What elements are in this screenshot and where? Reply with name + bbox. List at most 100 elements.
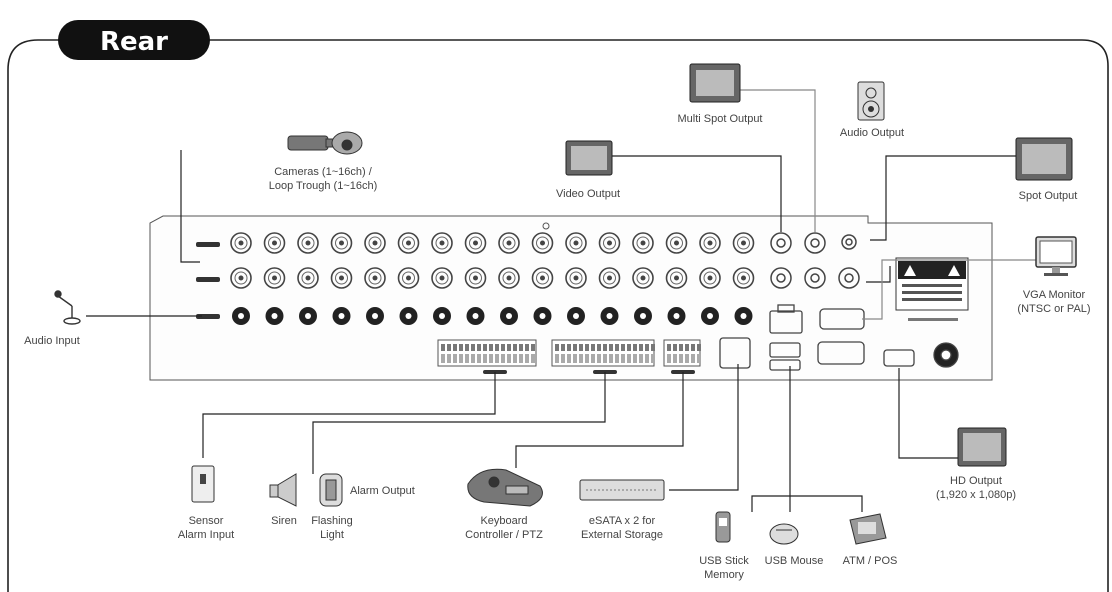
rca-audio-connector xyxy=(533,307,552,325)
usb-stick-label-line1: USB Stick xyxy=(699,555,749,567)
audio-output-label: Audio Output xyxy=(840,127,904,139)
rca-audio-connector xyxy=(734,307,753,325)
bnc-connector xyxy=(330,267,353,289)
hd-monitor-icon xyxy=(957,427,1007,467)
usb-stick-icon xyxy=(715,511,731,543)
hd-output-label-line1: HD Output xyxy=(950,475,1002,487)
bnc-connector xyxy=(732,267,755,289)
bnc-connector xyxy=(732,232,755,254)
flashing-light-label-line1: Flashing xyxy=(311,515,353,527)
bnc-connector xyxy=(330,232,353,254)
multi-spot-monitor-icon xyxy=(689,63,741,103)
sensor-icon xyxy=(191,465,215,503)
bnc-connector xyxy=(598,232,621,254)
bnc-connector xyxy=(297,232,319,254)
vga-monitor-label-line1: VGA Monitor xyxy=(1023,289,1086,301)
atm-pos-icon xyxy=(849,513,887,545)
rca-audio-connector xyxy=(399,307,418,325)
terminal-blocks xyxy=(437,339,701,374)
rca-audio-connector xyxy=(667,307,686,325)
bnc-connector xyxy=(665,267,688,289)
terminal-block xyxy=(551,339,655,374)
atm-pos-label: ATM / POS xyxy=(843,555,898,567)
bnc-connector xyxy=(397,232,420,254)
video-monitor-icon xyxy=(565,140,613,176)
cameras-label-line2: Loop Trough (1~16ch) xyxy=(269,180,378,192)
title-tab: Rear xyxy=(58,20,210,60)
usb-stick-label-line2: Memory xyxy=(704,569,744,581)
io-ports xyxy=(719,304,959,371)
bnc-connector xyxy=(464,232,487,254)
bnc-connector xyxy=(565,232,587,254)
esata-label-line2: External Storage xyxy=(581,529,663,541)
rca-audio-connector xyxy=(332,307,351,325)
keyboard-controller-icon xyxy=(467,468,543,507)
bnc-connector xyxy=(598,267,621,289)
outer-frame xyxy=(7,39,1109,592)
row-tags xyxy=(196,242,220,319)
esata-drive-icon xyxy=(579,479,665,501)
flashing-light-icon xyxy=(319,473,343,507)
vga-monitor-icon xyxy=(1035,236,1077,276)
bnc-connector xyxy=(397,267,420,289)
siren-label: Siren xyxy=(271,515,297,527)
hd-output-label-line2: (1,920 x 1,080p) xyxy=(936,489,1016,501)
bnc-connector xyxy=(632,267,654,289)
esata-label-line1: eSATA x 2 for xyxy=(589,515,656,527)
bnc-connector xyxy=(699,267,721,289)
rca-audio-connector xyxy=(701,307,719,325)
cameras-label-line1: Cameras (1~16ch) / xyxy=(274,166,372,178)
speaker-icon xyxy=(857,81,885,121)
flashing-light-label-line2: Light xyxy=(320,529,344,541)
bnc-connector xyxy=(431,232,453,254)
rca-audio-connector xyxy=(265,307,284,325)
microphone-icon xyxy=(54,290,81,325)
bnc-connector xyxy=(431,267,453,289)
output-bnc-group xyxy=(770,232,860,289)
safety-label xyxy=(895,257,969,321)
sensor-label-line1: Sensor xyxy=(189,515,224,527)
usb-mouse-icon xyxy=(769,523,799,545)
bnc-connector xyxy=(263,267,286,289)
bnc-connector xyxy=(531,267,554,289)
bnc-connector xyxy=(230,267,252,289)
terminal-block xyxy=(663,339,701,374)
bnc-connector xyxy=(665,232,688,254)
bnc-connector xyxy=(565,267,587,289)
bnc-connector xyxy=(263,232,286,254)
keyboard-label-line2: Controller / PTZ xyxy=(465,529,543,541)
bnc-connector xyxy=(364,267,386,289)
video-output-label: Video Output xyxy=(556,188,620,200)
labels: Cameras (1~16ch) / Loop Trough (1~16ch) … xyxy=(24,113,1090,581)
connection-lines xyxy=(86,89,1036,512)
bnc-connector xyxy=(632,232,654,254)
bnc-connector xyxy=(230,232,252,254)
keyboard-label-line1: Keyboard xyxy=(480,515,527,527)
vga-monitor-label-line2: (NTSC or PAL) xyxy=(1017,303,1090,315)
spot-monitor-icon xyxy=(1015,137,1073,181)
bnc-connector xyxy=(364,232,386,254)
camera-icon xyxy=(287,131,363,155)
rca-audio-connector xyxy=(299,307,317,325)
rca-audio-connector xyxy=(366,307,384,325)
bnc-connector xyxy=(498,267,520,289)
rca-audio-connector xyxy=(600,307,619,325)
rca-audio-connector xyxy=(567,307,585,325)
bnc-connector xyxy=(464,267,487,289)
audio-input-label: Audio Input xyxy=(24,335,80,347)
connector-rows xyxy=(230,232,755,325)
rca-audio-connector xyxy=(232,307,250,325)
terminal-block xyxy=(437,339,537,374)
bnc-connector xyxy=(297,267,319,289)
bnc-connector xyxy=(498,232,520,254)
rca-audio-connector xyxy=(433,307,451,325)
bnc-connector xyxy=(531,232,554,254)
sensor-label-line2: Alarm Input xyxy=(178,529,234,541)
dvr-rear-panel xyxy=(149,215,993,381)
alarm-output-label: Alarm Output xyxy=(350,485,415,497)
rca-audio-connector xyxy=(466,307,485,325)
bnc-connector xyxy=(699,232,721,254)
spot-output-label: Spot Output xyxy=(1019,190,1078,202)
rca-audio-connector xyxy=(634,307,652,325)
